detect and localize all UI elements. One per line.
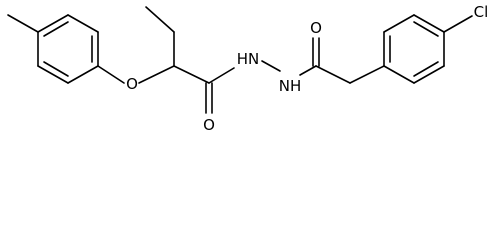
chemical-structure-diagram: O O HN NH O Cl [7, 3, 489, 134]
bond [413, 65, 445, 84]
nh-left-label: HN [237, 50, 260, 68]
amide-bond [208, 67, 235, 84]
ether-alpha-bond [138, 65, 175, 84]
aryl-ether-bond [97, 65, 125, 84]
double-bond-inner [43, 21, 69, 37]
carbonyl-oxygen-right-label: O [310, 19, 322, 37]
methylene-bond [315, 65, 351, 84]
nh-right-label: NH [279, 77, 302, 95]
chlorine-label: Cl [474, 3, 489, 21]
ether-oxygen-label: O [126, 75, 138, 93]
chloro-bond [443, 15, 473, 33]
bond [67, 14, 99, 33]
double-bond-inner [43, 61, 69, 77]
bond [37, 14, 69, 33]
methyl-bond [7, 14, 39, 33]
double-bond-inner [413, 21, 439, 37]
carbonyl-oxygen-left-label: O [203, 116, 215, 134]
amide-bond [299, 65, 317, 76]
hydrazide-bond [261, 60, 281, 72]
methylene-bond [349, 65, 385, 84]
bond [37, 65, 69, 84]
bond [67, 65, 99, 84]
bond [383, 65, 415, 84]
double-bond-inner [413, 61, 439, 77]
structure-canvas: O O HN NH O Cl [7, 3, 489, 134]
chlorophenyl-ring [383, 14, 445, 84]
bond [383, 14, 415, 33]
ethyl-bond [145, 6, 175, 33]
tolyl-ring [37, 14, 99, 84]
bond [413, 14, 445, 33]
alpha-carbonyl-bond [173, 65, 210, 84]
